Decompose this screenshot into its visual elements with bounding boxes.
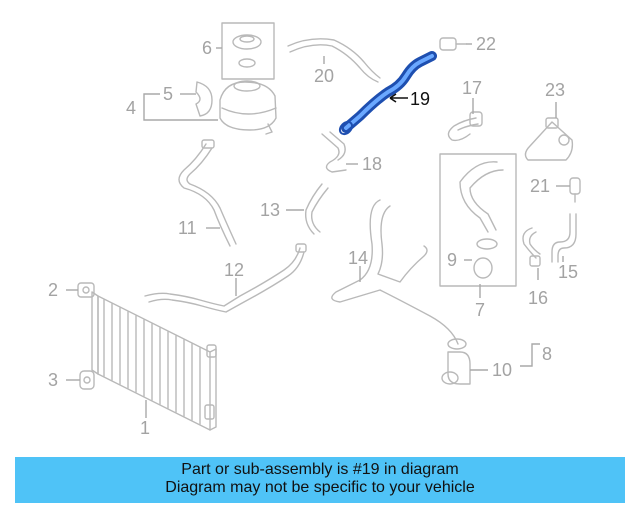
callout-20: 20 — [314, 66, 334, 86]
part-6-cap — [221, 22, 275, 80]
part-13-hose — [304, 183, 329, 235]
callout-11: 11 — [178, 218, 197, 238]
parts-diagram: 1 2 3 4 5 6 7 8 9 10 11 12 13 14 15 16 1… — [48, 22, 581, 438]
callout-14: 14 — [348, 248, 368, 268]
callout-6: 6 — [202, 38, 212, 58]
callout-15: 15 — [558, 262, 578, 282]
callout-18: 18 — [362, 154, 382, 174]
callout-12: 12 — [224, 260, 244, 280]
part-17-hose — [447, 111, 483, 142]
part-4-expansion-tank — [219, 80, 277, 135]
callout-23: 23 — [545, 80, 565, 100]
banner-line-2: Diagram may not be specific to your vehi… — [165, 479, 475, 496]
part-16-hose — [522, 227, 541, 267]
callout-5: 5 — [163, 84, 173, 104]
callout-8: 8 — [542, 344, 552, 364]
callout-10: 10 — [492, 360, 512, 380]
callout-2: 2 — [48, 280, 58, 300]
part-23-flange — [524, 117, 574, 161]
part-22-sensor — [439, 37, 467, 51]
banner-line-1: Part or sub-assembly is #19 in diagram — [181, 461, 459, 478]
callout-13: 13 — [260, 200, 280, 220]
part-7-hose-kit — [439, 153, 517, 287]
part-20-hose — [287, 38, 381, 83]
part-14-pipe — [331, 199, 467, 350]
callout-22: 22 — [476, 34, 496, 54]
part-3-mount — [79, 370, 95, 390]
part-19-hose — [338, 51, 437, 136]
part-10-elbow — [441, 351, 471, 385]
part-15-hose — [551, 213, 577, 263]
part-12-pipe — [144, 243, 307, 313]
callout-9: 9 — [447, 250, 457, 270]
callout-1: 1 — [140, 418, 150, 438]
part-18-hose — [321, 131, 347, 173]
part-5-clip — [195, 81, 213, 117]
callout-line-19 — [389, 93, 408, 103]
callout-16: 16 — [528, 288, 548, 308]
callout-4: 4 — [126, 98, 136, 118]
part-21-sensor — [569, 177, 581, 203]
callout-19: 19 — [410, 89, 430, 109]
callout-lines — [66, 43, 570, 418]
info-banner: Part or sub-assembly is #19 in diagram D… — [15, 457, 625, 503]
part-11-hose — [178, 139, 237, 247]
part-1-radiator — [91, 291, 217, 431]
callout-21: 21 — [530, 176, 550, 196]
callout-17: 17 — [462, 78, 482, 98]
callout-3: 3 — [48, 370, 58, 390]
callout-7: 7 — [475, 300, 485, 320]
